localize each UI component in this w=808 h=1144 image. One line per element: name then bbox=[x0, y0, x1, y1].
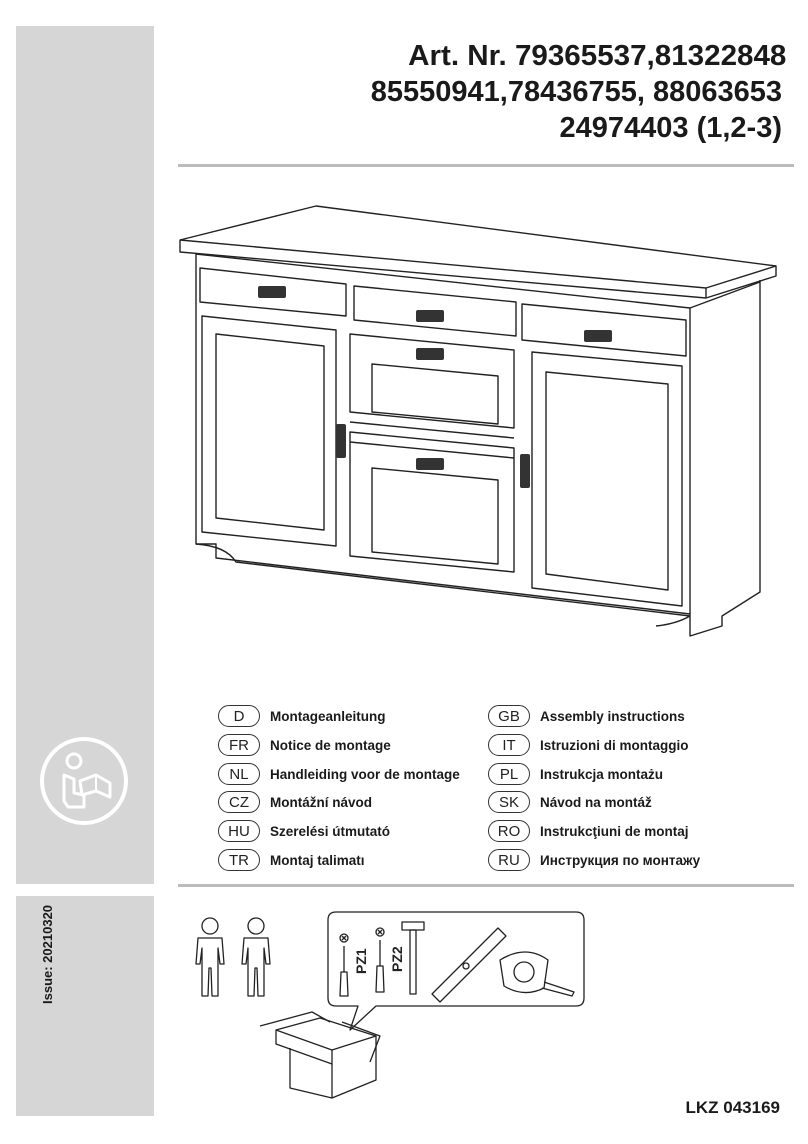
lang-code: RU bbox=[488, 849, 530, 871]
lang-code: SK bbox=[488, 791, 530, 813]
lang-item-d: D Montageanleitung bbox=[218, 704, 386, 728]
lang-code: GB bbox=[488, 705, 530, 727]
lang-item-fr: FR Notice de montage bbox=[218, 733, 391, 757]
title-divider bbox=[178, 164, 794, 167]
lang-title: Istruzioni di montaggio bbox=[540, 737, 689, 753]
lang-code: PL bbox=[488, 763, 530, 785]
screwdriver-label-1: PZ1 bbox=[353, 948, 369, 974]
lang-item-nl: NL Handleiding voor de montage bbox=[218, 762, 460, 786]
lang-code: IT bbox=[488, 734, 530, 756]
lang-title: Montážní návod bbox=[270, 794, 372, 810]
article-line-2: 85550941,78436755, 88063653 bbox=[370, 76, 782, 108]
screwdriver-icon bbox=[339, 933, 349, 997]
reader-manual-icon bbox=[40, 737, 128, 825]
issue-date: Issue: 20210320 bbox=[40, 904, 55, 1004]
screwdriver-label-2: PZ2 bbox=[389, 946, 405, 972]
article-line-1: Art. Nr. 79365537,81322848 bbox=[407, 40, 787, 72]
level-icon bbox=[431, 927, 507, 1003]
lang-code: TR bbox=[218, 849, 260, 871]
lang-code: FR bbox=[218, 734, 260, 756]
lang-title: Assembly instructions bbox=[540, 708, 685, 724]
lang-item-hu: HU Szerelési útmutató bbox=[218, 819, 390, 843]
person-icon bbox=[241, 917, 271, 997]
footer-divider bbox=[178, 884, 794, 887]
sidebar-panel-bottom bbox=[16, 896, 154, 1116]
lang-code: CZ bbox=[218, 791, 260, 813]
lang-title: Montageanleitung bbox=[270, 708, 386, 724]
lang-title: Инструкция по монтажу bbox=[540, 852, 701, 868]
lang-title: Návod na montáž bbox=[540, 794, 652, 810]
lang-title: Szerelési útmutató bbox=[270, 823, 391, 839]
lang-item-gb: GB Assembly instructions bbox=[488, 704, 685, 728]
article-numbers: Art. Nr. 79365537,81322848 85550941,7843… bbox=[370, 38, 786, 146]
document-code: LKZ 043169 bbox=[685, 1098, 781, 1117]
lang-title: Instrukcţiuni de montaj bbox=[540, 823, 689, 839]
lang-title: Instrukcja montażu bbox=[540, 766, 664, 782]
sideboard-illustration bbox=[179, 205, 777, 637]
lang-code: NL bbox=[218, 763, 260, 785]
lang-item-sk: SK Návod na montáž bbox=[488, 790, 652, 814]
lang-code: HU bbox=[218, 820, 260, 842]
lang-code: D bbox=[218, 705, 260, 727]
lang-item-tr: TR Montaj talimatı bbox=[218, 848, 365, 872]
tape-measure-icon bbox=[499, 951, 575, 997]
lang-title: Handleiding voor de montage bbox=[270, 766, 460, 782]
lang-code: RO bbox=[488, 820, 530, 842]
lang-item-ru: RU Инструкция по монтажу bbox=[488, 848, 700, 872]
lang-item-cz: CZ Montážní návod bbox=[218, 790, 372, 814]
toolbox-icon bbox=[259, 1011, 381, 1099]
lang-title: Notice de montage bbox=[270, 737, 391, 753]
screwdriver-icon bbox=[375, 927, 385, 993]
hammer-icon bbox=[401, 921, 425, 995]
lang-title: Montaj talimatı bbox=[270, 852, 365, 868]
article-line-3: 24974403 (1,2-3) bbox=[559, 112, 783, 144]
lang-item-it: IT Istruzioni di montaggio bbox=[488, 733, 689, 757]
lang-item-ro: RO Instrukcţiuni de montaj bbox=[488, 819, 689, 843]
person-icon bbox=[195, 917, 225, 997]
lang-item-pl: PL Instrukcja montażu bbox=[488, 762, 663, 786]
tools-illustration: PZ1 PZ2 bbox=[195, 911, 585, 1099]
